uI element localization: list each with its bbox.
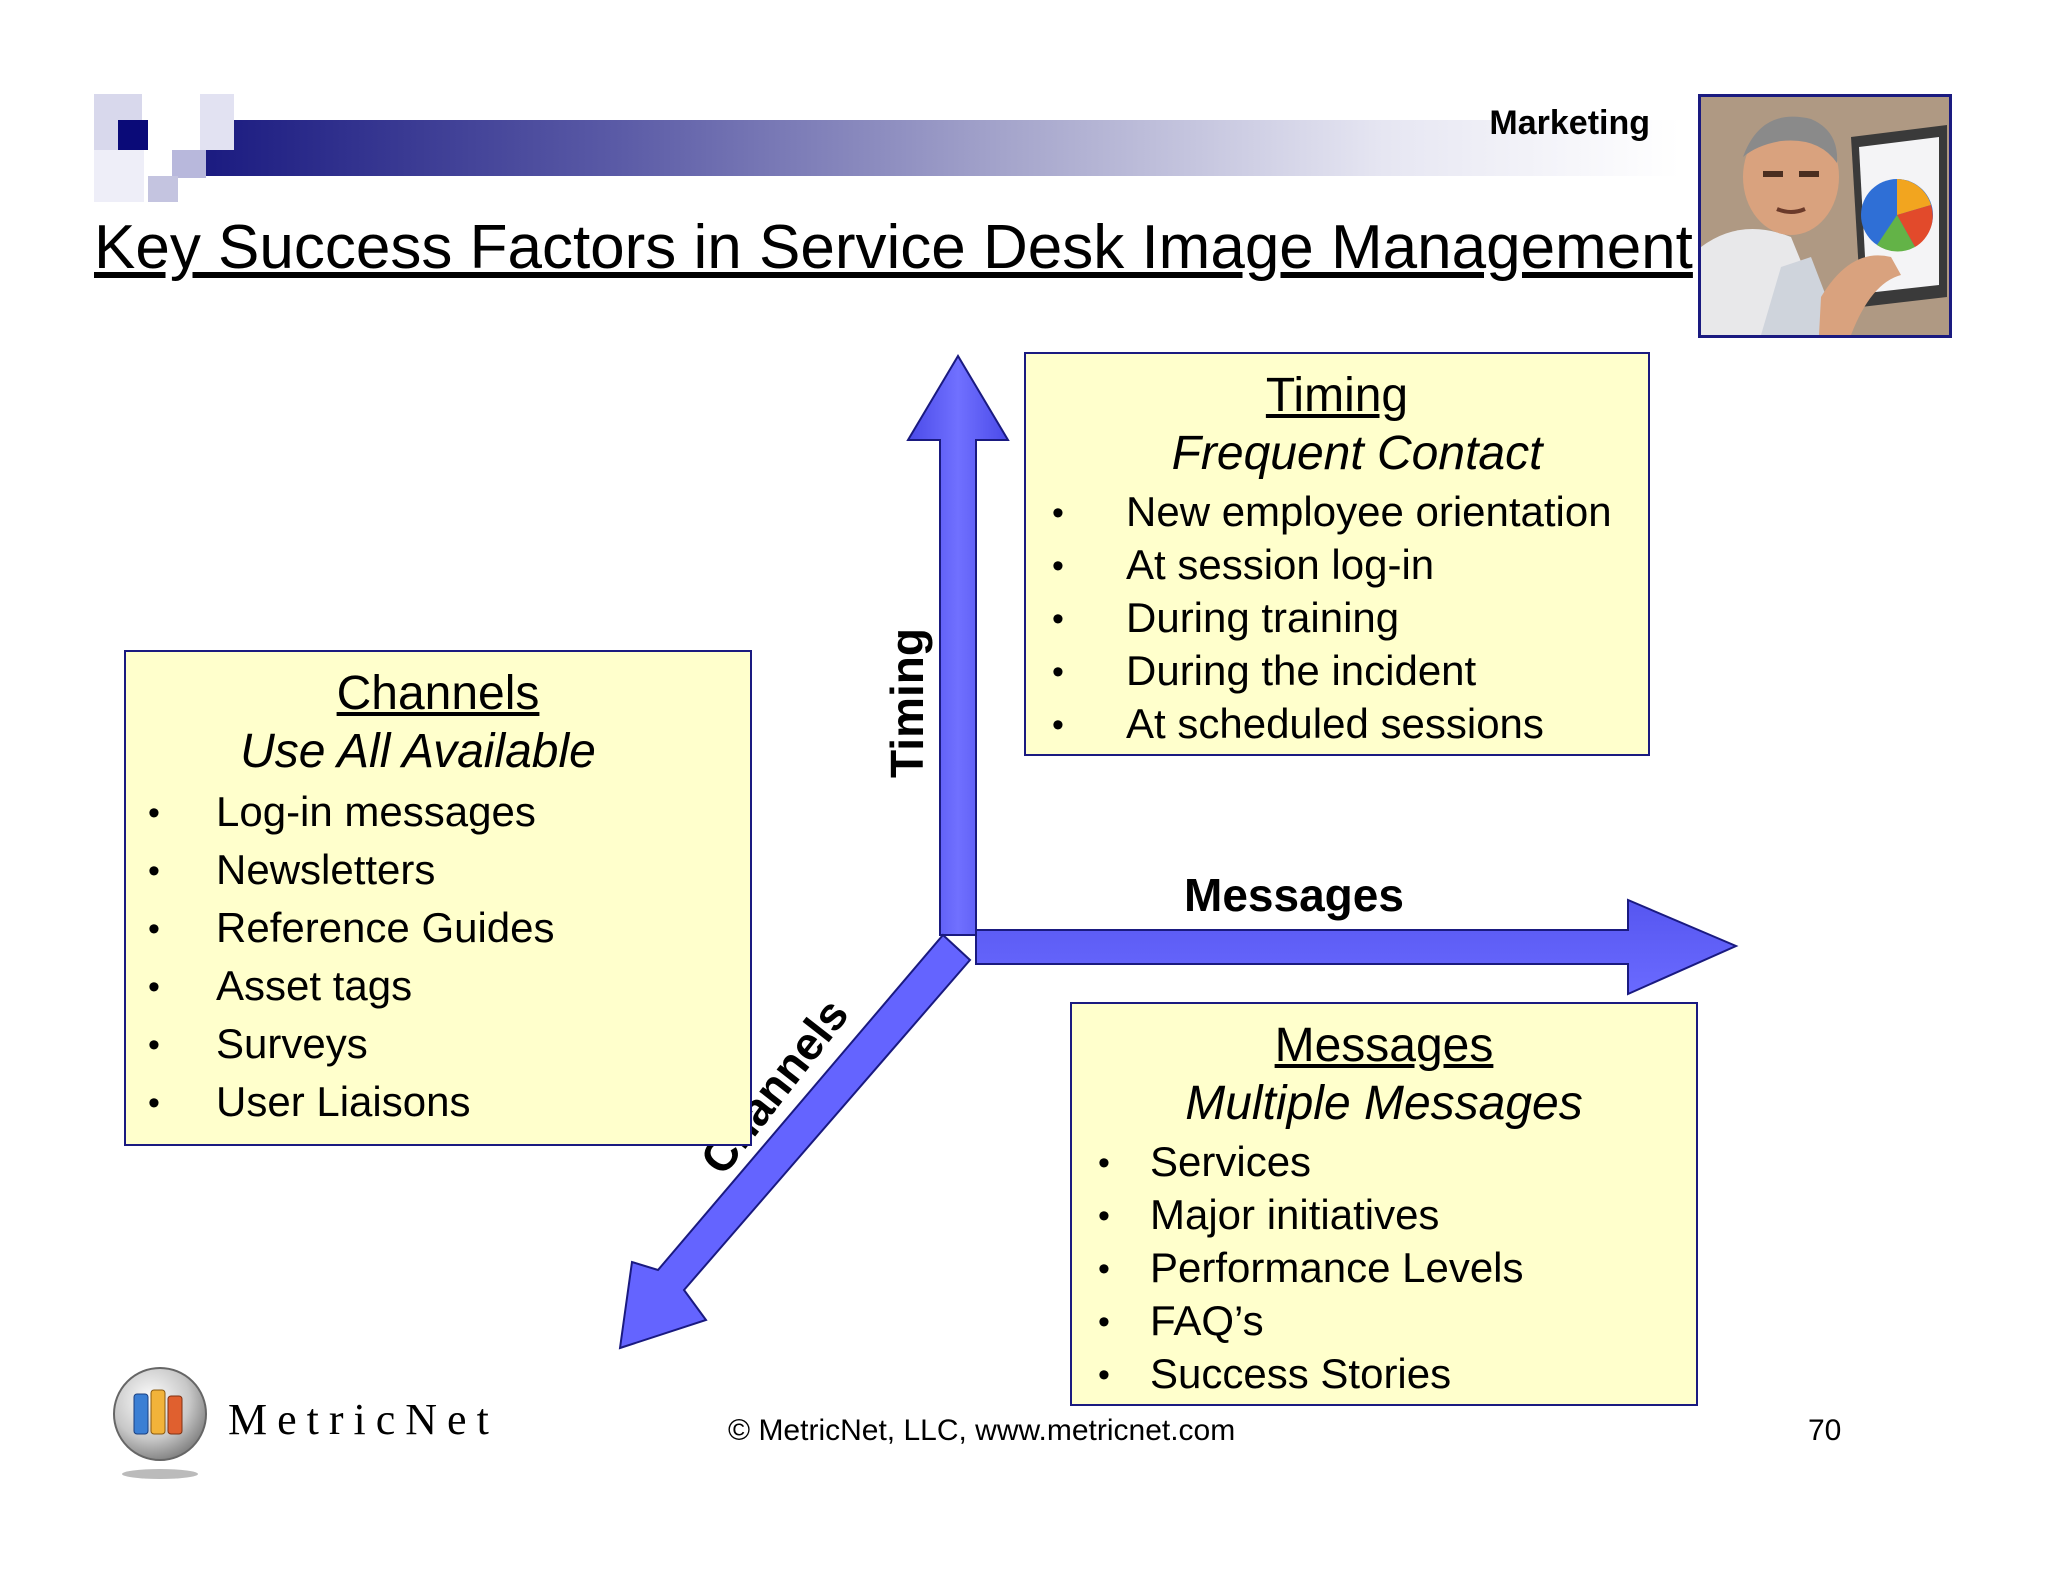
timing-arrow (906, 354, 1010, 936)
messages-arrow (975, 898, 1739, 996)
channels-arrow (618, 933, 972, 1350)
channels-heading: Channels (336, 667, 540, 720)
list-item: •During the incident (1052, 647, 1477, 694)
timing-box: Timing Frequent Contact •New employee or… (1024, 352, 1650, 756)
section-tag: Marketing (1489, 104, 1650, 142)
channels-box: Channels Use All Available •Log-in messa… (124, 650, 752, 1146)
messages-list: •Services •Major initiatives •Performanc… (1090, 1138, 1524, 1403)
list-item: •FAQ’s (1098, 1297, 1264, 1344)
messages-axis-label: Messages (1184, 869, 1404, 921)
timing-list: •New employee orientation •At session lo… (1044, 488, 1612, 753)
list-item: •New employee orientation (1052, 488, 1612, 535)
page-number: 70 (1808, 1414, 1842, 1447)
brand-name: MetricNet (228, 1395, 499, 1444)
list-item: •Reference Guides (148, 904, 555, 951)
page-title: Key Success Factors in Service Desk Imag… (94, 213, 1693, 282)
businessman-photo (1698, 94, 1952, 338)
list-item: •Services (1098, 1138, 1312, 1185)
messages-box: Messages Multiple Messages •Services •Ma… (1070, 1002, 1698, 1406)
list-item: •Major initiatives (1098, 1191, 1440, 1238)
channels-subheading: Use All Available (240, 725, 596, 778)
timing-heading: Timing (1265, 369, 1409, 422)
header-gradient-bar (200, 120, 1680, 176)
list-item: •Asset tags (148, 962, 413, 1009)
list-item: •Performance Levels (1098, 1244, 1524, 1291)
businessman-illustration (1701, 97, 1949, 335)
timing-axis-label: Timing (881, 628, 933, 778)
list-item: •At scheduled sessions (1052, 700, 1544, 747)
metricnet-logo-icon (113, 1367, 207, 1479)
list-item: •Success Stories (1098, 1350, 1452, 1397)
messages-subheading: Multiple Messages (1185, 1077, 1583, 1130)
messages-heading: Messages (1274, 1019, 1494, 1072)
timing-subheading: Frequent Contact (1171, 427, 1543, 480)
channels-list: •Log-in messages •Newsletters •Reference… (144, 788, 555, 1136)
list-item: •At session log-in (1052, 541, 1435, 588)
list-item: •Newsletters (148, 846, 436, 893)
list-item: •Log-in messages (148, 788, 536, 835)
copyright-text: © MetricNet, LLC, www.metricnet.com (728, 1414, 1236, 1447)
list-item: •During training (1052, 594, 1400, 641)
list-item: •Surveys (148, 1020, 368, 1067)
list-item: •User Liaisons (148, 1078, 471, 1125)
